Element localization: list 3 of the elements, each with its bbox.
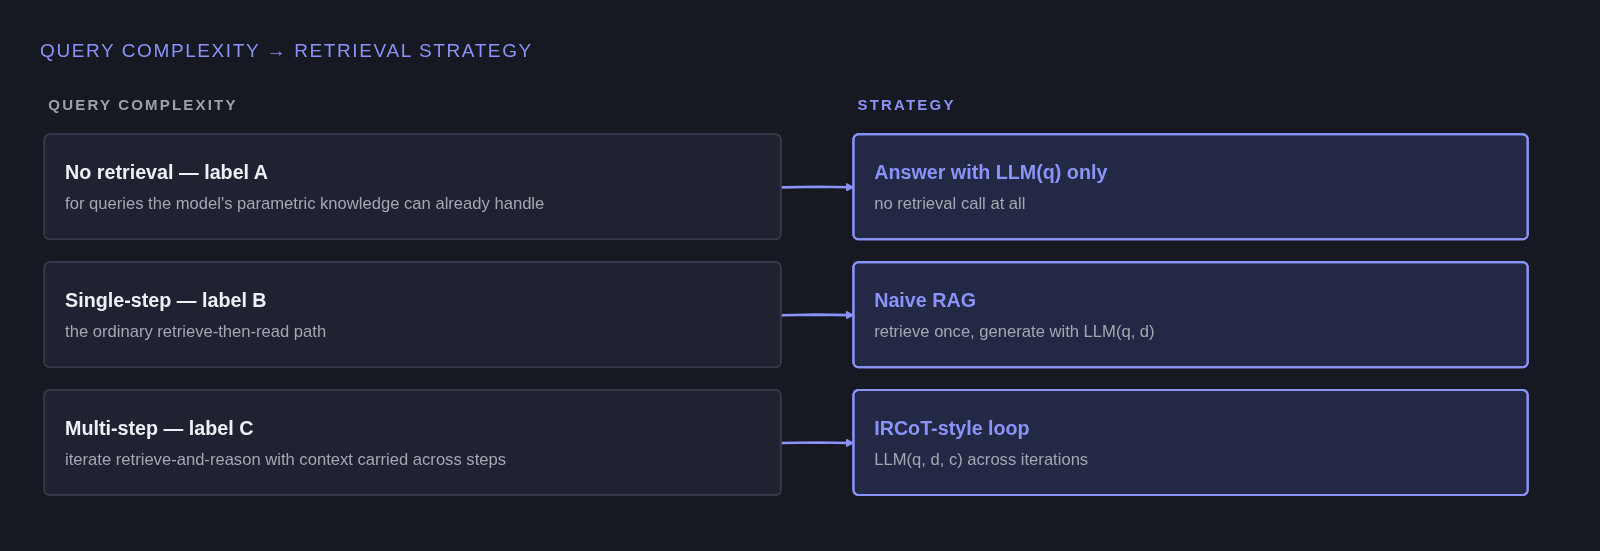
diagram-title: QUERY COMPLEXITY → RETRIEVAL STRATEGY bbox=[40, 40, 533, 62]
column-header: STRATEGY bbox=[857, 96, 956, 114]
column-header: QUERY COMPLEXITY bbox=[48, 96, 238, 114]
